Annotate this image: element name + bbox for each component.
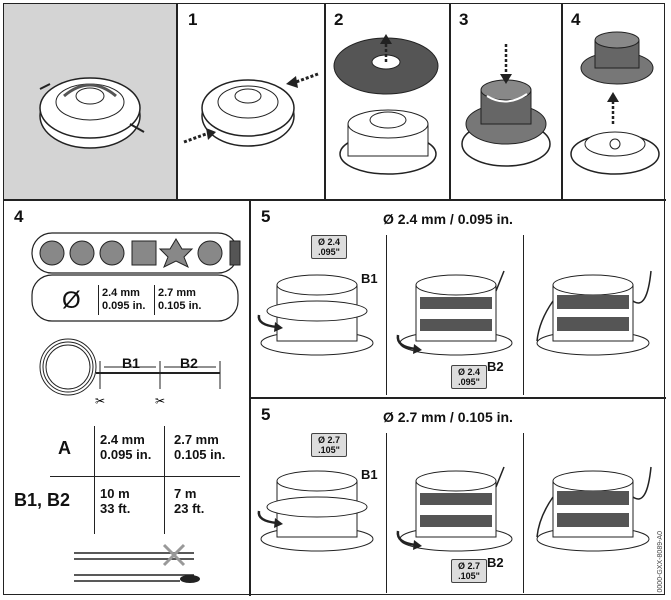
step-number: 2 xyxy=(334,10,344,29)
diameter-tag: Ø 2.4 .095" xyxy=(451,365,487,389)
label-b1: B1 xyxy=(122,355,140,371)
spool-winding-sequence xyxy=(257,270,652,356)
panel-step-5-2.7mm: 5 Ø 2.7 mm / 0.105 in. xyxy=(251,399,666,596)
length-table: A 2.4 mm 0.095 in. 2.7 mm 0.105 in. B1, … xyxy=(14,426,244,536)
row-a-cell-1: 2.4 mm 0.095 in. xyxy=(100,432,152,462)
panel-step-5-2.4mm: 5 Ø 2.4 mm / 0.095 in. xyxy=(251,201,666,397)
diameter-tag: Ø 2.7 .105" xyxy=(451,559,487,583)
step-number: 1 xyxy=(188,10,198,29)
panel-step-2: 2 xyxy=(326,4,449,199)
panel-step-3: 3 xyxy=(451,4,561,199)
row-a-cell-2: 2.7 mm 0.105 in. xyxy=(174,432,226,462)
section-title: Ø 2.4 mm / 0.095 in. xyxy=(383,211,513,227)
panel-step-4-line-specs: 4 Ø 2.4 mm 0.095 in. 2.7 mm 0.105 in. xyxy=(4,201,249,596)
line-coil-measure-illustration: ✂ ✂ xyxy=(39,338,221,408)
image-code: 0000-GXX-8089-A0 xyxy=(657,530,664,592)
callout-b2: B2 xyxy=(487,555,504,570)
diameter-option-2: 2.7 mm 0.105 in. xyxy=(158,287,202,312)
row-b-cell-1: 10 m 33 ft. xyxy=(100,486,131,516)
label-b2: B2 xyxy=(180,355,198,371)
step-number: 3 xyxy=(459,10,469,29)
line-end-illustration xyxy=(74,543,200,583)
spool-winding-sequence xyxy=(257,466,652,552)
rotate-spool-illustration xyxy=(461,44,551,167)
line-profiles-illustration xyxy=(31,232,241,322)
section-title: Ø 2.7 mm / 0.105 in. xyxy=(383,409,513,425)
lift-spool-illustration xyxy=(570,31,660,175)
callout-b2: B2 xyxy=(487,359,504,374)
svg-text:✂: ✂ xyxy=(155,394,165,408)
diameter-option-1: 2.4 mm 0.095 in. xyxy=(102,287,146,312)
callout-b1: B1 xyxy=(361,271,378,286)
step-number: 4 xyxy=(14,207,24,226)
remove-cover-illustration xyxy=(333,34,439,175)
trimmer-head-illustration xyxy=(39,77,145,149)
callout-b1: B1 xyxy=(361,467,378,482)
diameter-tag: Ø 2.7 .105" xyxy=(311,433,347,457)
row-a-label: A xyxy=(58,438,71,458)
press-release-illustration xyxy=(183,72,319,147)
panel-step-1: 1 xyxy=(178,4,324,199)
diameter-symbol: Ø xyxy=(62,287,81,314)
step-number: 5 xyxy=(261,207,271,226)
row-b-cell-2: 7 m 23 ft. xyxy=(174,486,205,516)
instruction-sheet: 1 2 3 xyxy=(3,3,666,596)
panel-step-4-top: 4 xyxy=(563,4,666,199)
row-b-label: B1, B2 xyxy=(14,490,71,510)
step-number: 5 xyxy=(261,405,271,424)
step-number: 4 xyxy=(571,10,581,29)
panel-overview xyxy=(4,4,176,199)
svg-text:✂: ✂ xyxy=(95,394,105,408)
diameter-tag: Ø 2.4 .095" xyxy=(311,235,347,259)
